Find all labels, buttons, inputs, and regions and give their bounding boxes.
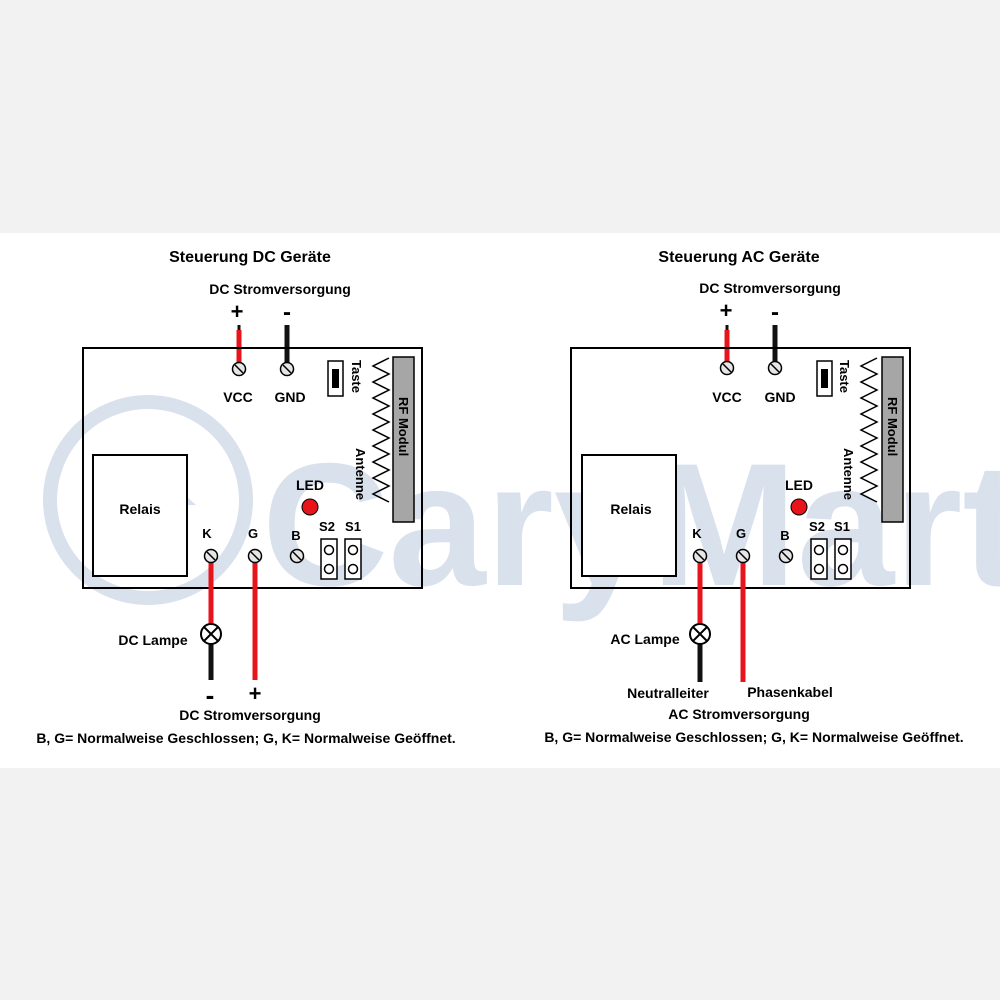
ac-gnd-label: GND <box>764 389 795 405</box>
dc-k-screw-icon <box>203 548 219 564</box>
dc-lamp-icon <box>200 623 222 645</box>
dc-relais-label: Relais <box>119 501 160 517</box>
ac-note: B, G= Normalweise Geschlossen; G, K= Nor… <box>544 729 963 745</box>
ac-rf-modul-label: RF Modul <box>885 397 900 456</box>
dc-s1-jumper <box>344 538 362 580</box>
ac-supply-top-label: DC Stromversorgung <box>699 280 841 296</box>
ac-top-plus: + <box>720 298 733 323</box>
ac-vcc-screw-icon <box>719 360 735 376</box>
dc-relais-box <box>92 454 188 577</box>
dc-bottom-plus: + <box>249 681 262 706</box>
ac-neutral-label: Neutralleiter <box>627 685 709 701</box>
dc-gnd-screw-icon <box>279 361 295 377</box>
ac-taste-label: Taste <box>837 360 852 393</box>
ac-s1-jumper <box>834 538 852 580</box>
dc-g-label: G <box>248 526 258 541</box>
ac-led-icon <box>790 498 808 516</box>
ac-gnd-screw-icon <box>767 360 783 376</box>
dc-note: B, G= Normalweise Geschlossen; G, K= Nor… <box>36 730 455 746</box>
dc-led-icon <box>301 498 319 516</box>
ac-top-minus: - <box>771 299 779 326</box>
dc-rf-module <box>392 356 415 523</box>
dc-antenna-coil-icon <box>371 357 391 503</box>
ac-k-label: K <box>692 526 702 541</box>
dc-b-label: B <box>291 528 300 543</box>
dc-lamp-label: DC Lampe <box>118 632 187 648</box>
dc-vcc-label: VCC <box>223 389 253 405</box>
ac-b-screw-icon <box>778 548 794 564</box>
ac-s1-label: S1 <box>834 519 850 534</box>
ac-rf-module <box>881 356 904 523</box>
ac-phase-label: Phasenkabel <box>747 684 833 700</box>
ac-s2-jumper <box>810 538 828 580</box>
ac-k-screw-icon <box>692 548 708 564</box>
ac-s2-label: S2 <box>809 519 825 534</box>
dc-top-plus: + <box>231 299 244 324</box>
dc-g-screw-icon <box>247 548 263 564</box>
dc-supply-bottom-label: DC Stromversorgung <box>179 707 321 723</box>
dc-k-label: K <box>202 526 212 541</box>
ac-antenna-coil-icon <box>859 357 879 503</box>
dc-taste-button-knob <box>332 369 339 388</box>
ac-b-label: B <box>780 528 789 543</box>
dc-bottom-minus: - <box>206 680 215 710</box>
ac-lamp-label: AC Lampe <box>610 631 679 647</box>
ac-vcc-label: VCC <box>712 389 742 405</box>
dc-supply-top-label: DC Stromversorgung <box>209 281 351 297</box>
dc-vcc-screw-icon <box>231 361 247 377</box>
dc-s2-jumper <box>320 538 338 580</box>
ac-diagram: Steuerung AC Geräte DC Stromversorgung +… <box>544 249 963 745</box>
dc-taste-label: Taste <box>349 360 364 393</box>
ac-relais-box <box>581 454 677 577</box>
dc-top-minus: - <box>283 299 291 326</box>
ac-g-screw-icon <box>735 548 751 564</box>
dc-s2-label: S2 <box>319 519 335 534</box>
ac-taste-button-knob <box>821 369 828 388</box>
dc-title: Steuerung DC Geräte <box>169 249 331 266</box>
ac-supply-bottom-label: AC Stromversorgung <box>668 706 810 722</box>
ac-antenne-label: Antenne <box>841 448 856 500</box>
dc-led-label: LED <box>296 477 324 493</box>
dc-rf-modul-label: RF Modul <box>396 397 411 456</box>
dc-b-screw-icon <box>289 548 305 564</box>
ac-lamp-icon <box>689 623 711 645</box>
ac-title: Steuerung AC Geräte <box>658 249 819 266</box>
dc-antenne-label: Antenne <box>353 448 368 500</box>
dc-s1-label: S1 <box>345 519 361 534</box>
ac-led-label: LED <box>785 477 813 493</box>
ac-relais-label: Relais <box>610 501 651 517</box>
dc-gnd-label: GND <box>274 389 305 405</box>
ac-g-label: G <box>736 526 746 541</box>
dc-diagram: Steuerung DC Geräte DC Stromversorgung +… <box>36 249 455 746</box>
